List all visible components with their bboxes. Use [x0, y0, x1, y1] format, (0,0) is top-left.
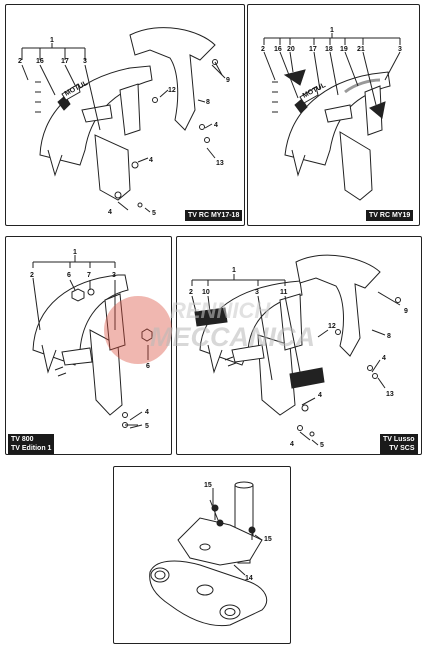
p3-label-6: 6 — [67, 272, 71, 279]
p2-leaders — [263, 33, 401, 106]
p2-label-21: 21 — [357, 46, 365, 53]
p1-label-5: 5 — [152, 210, 156, 217]
p3-label-4: 4 — [145, 409, 149, 416]
p2-fender — [272, 69, 391, 201]
p2-label-16: 16 — [274, 46, 282, 53]
p1-leaders — [21, 43, 226, 213]
p4-fasteners — [297, 297, 401, 437]
watermark-logo-icon — [104, 296, 172, 364]
p5-label-15: 15 — [204, 482, 212, 489]
tag-tv-800-line2: TV Edition 1 — [11, 445, 52, 452]
p4-label-4: 4 — [382, 355, 386, 362]
p4-leaders — [191, 274, 401, 446]
p3-fasteners — [71, 288, 153, 428]
p4-label-10: 10 — [202, 289, 210, 296]
p3-label-6b: 6 — [146, 363, 150, 370]
p4-label-11: 11 — [280, 289, 288, 296]
p5-label-15b: 15 — [264, 536, 272, 543]
p1-fasteners — [114, 59, 223, 208]
p1-fender — [35, 65, 153, 201]
p1-motul-decal — [57, 83, 81, 111]
p1-label-4b: 4 — [149, 157, 153, 164]
p2-label-18: 18 — [325, 46, 333, 53]
p5-triple-clamp — [149, 560, 268, 627]
p4-label-1: 1 — [232, 267, 236, 274]
p2-motul-decal — [294, 86, 319, 114]
tag-tv-rc-my17-18: TV RC MY17-18 — [185, 210, 243, 221]
p1-label-2: 2 — [18, 58, 22, 65]
p3-label-5: 5 — [145, 423, 149, 430]
p1-label-17: 17 — [61, 58, 69, 65]
p4-label-2: 2 — [189, 289, 193, 296]
p1-label-1: 1 — [50, 37, 54, 44]
watermark: RENNICH MECCANICA — [104, 296, 315, 364]
p2-label-2: 2 — [261, 46, 265, 53]
watermark-line1: RENNICH — [170, 298, 271, 323]
p1-label-9: 9 — [226, 77, 230, 84]
p3-label-7: 7 — [87, 272, 91, 279]
tag-tv-lusso-line1: TV Lusso — [383, 436, 415, 443]
p1-label-4c: 4 — [108, 209, 112, 216]
p4-label-9: 9 — [404, 308, 408, 315]
p2-label-19: 19 — [340, 46, 348, 53]
p2-label-3: 3 — [398, 46, 402, 53]
watermark-line2: MECCANICA — [150, 322, 315, 352]
tag-tv-lusso-line2: TV SCS — [389, 445, 415, 452]
p3-label-3: 3 — [112, 272, 116, 279]
p2-label-20: 20 — [287, 46, 295, 53]
p1-label-4: 4 — [214, 122, 218, 129]
tag-tv-800-line1: TV 800 — [11, 436, 34, 443]
p1-label-16: 16 — [36, 58, 44, 65]
p4-label-4c: 4 — [290, 441, 294, 448]
p5-cover-plate — [177, 517, 263, 566]
p1-label-12: 12 — [168, 87, 176, 94]
p4-label-5: 5 — [320, 442, 324, 449]
p2-label-17: 17 — [309, 46, 317, 53]
tag-tv-rc-my19: TV RC MY19 — [366, 210, 414, 221]
tag-tv-lusso: TV Lusso TV SCS — [380, 434, 418, 454]
tag-tv-800: TV 800 TV Edition 1 — [8, 434, 55, 454]
p1-label-3: 3 — [83, 58, 87, 65]
p3-label-2: 2 — [30, 272, 34, 279]
p4-label-3: 3 — [255, 289, 259, 296]
p5-screws — [211, 504, 256, 540]
p3-leaders — [32, 255, 149, 429]
p5-label-14: 14 — [245, 575, 253, 582]
p4-hugger — [295, 254, 381, 357]
p3-label-1: 1 — [73, 249, 77, 256]
p1-hugger — [129, 27, 216, 131]
p4-label-13: 13 — [386, 391, 394, 398]
p4-fender — [194, 280, 325, 416]
p4-label-8: 8 — [387, 333, 391, 340]
p4-label-12: 12 — [328, 323, 336, 330]
p1-label-13: 13 — [216, 160, 224, 167]
p4-label-4b: 4 — [318, 392, 322, 399]
p1-label-8: 8 — [206, 99, 210, 106]
p2-label-1: 1 — [330, 27, 334, 34]
